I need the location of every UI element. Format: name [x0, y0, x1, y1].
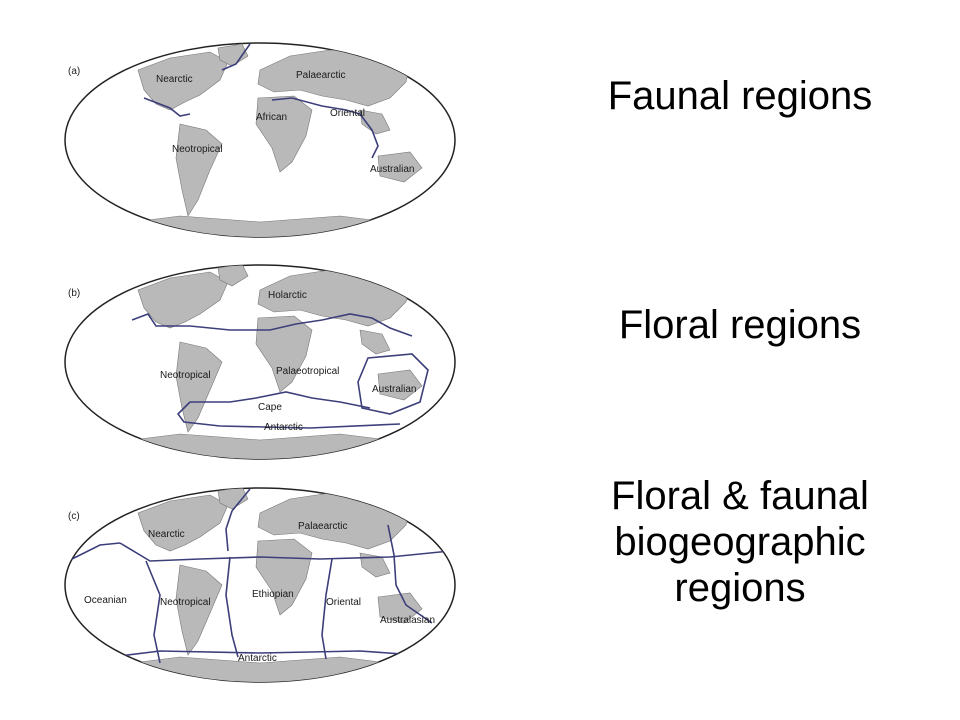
southeast-asia — [359, 109, 391, 135]
boundary-line — [359, 113, 379, 159]
region-label-australasian: Australasian — [380, 615, 435, 626]
south-america — [175, 123, 223, 217]
region-boundaries — [143, 43, 379, 159]
boundary-line — [387, 524, 433, 624]
region-label-antarctic: Antarctic — [238, 653, 277, 664]
region-labels: Nearctic Palaearctic Oceanian Neotropica… — [84, 521, 435, 664]
boundary-line — [321, 558, 333, 660]
boundary-line — [77, 650, 445, 662]
floral-regions-map: (b) Holarctic Neotropical Palaeotropical… — [60, 262, 460, 462]
africa — [255, 315, 313, 393]
caption-line: Floral & faunal — [611, 474, 869, 518]
region-boundaries — [131, 313, 429, 429]
boundary-line — [271, 97, 361, 115]
region-label-palaearctic: Palaearctic — [296, 70, 345, 81]
north-america — [137, 51, 229, 111]
region-label-oriental: Oriental — [330, 108, 365, 119]
caption-line: Faunal regions — [607, 74, 873, 118]
world-map-a: Nearctic Palaearctic African Oriental Ne… — [64, 42, 456, 238]
region-labels: Nearctic Palaearctic African Oriental Ne… — [156, 70, 414, 175]
boundary-line — [357, 353, 429, 415]
region-label-african: African — [256, 112, 287, 123]
region-label-holarctic: Holarctic — [268, 290, 307, 301]
region-label-antarctic: Antarctic — [264, 422, 303, 433]
landmasses — [99, 488, 423, 682]
southeast-asia — [359, 552, 391, 578]
boundary-line — [225, 556, 239, 658]
caption-line: biogeographic — [614, 520, 866, 564]
south-america — [175, 564, 223, 656]
greenland — [217, 488, 249, 510]
region-label-oriental: Oriental — [326, 597, 361, 608]
greenland — [217, 265, 249, 287]
boundary-line — [176, 401, 401, 429]
southeast-asia — [359, 329, 391, 355]
boundary-line — [143, 97, 191, 117]
boundary-line — [190, 391, 371, 409]
region-label-ethiopian: Ethiopian — [252, 589, 294, 600]
panel-label-c: (c) — [68, 511, 80, 522]
boundary-line — [145, 560, 161, 664]
caption-floral-regions: Floral regions — [540, 302, 940, 348]
region-labels: Holarctic Neotropical Palaeotropical Aus… — [160, 290, 416, 433]
faunal-regions-map: (a) Nearctic Palaearctic African Orienta… — [60, 40, 460, 240]
australia — [377, 592, 423, 624]
north-america — [137, 271, 229, 329]
north-america — [137, 494, 229, 552]
region-label-australian: Australian — [372, 384, 416, 395]
region-label-neotropical: Neotropical — [172, 144, 223, 155]
panel-label-a: (a) — [68, 66, 81, 77]
region-label-neotropical: Neotropical — [160, 370, 211, 381]
region-label-cape: Cape — [258, 402, 282, 413]
south-america — [175, 341, 223, 433]
region-label-palaearctic: Palaearctic — [298, 521, 347, 532]
region-label-nearctic: Nearctic — [148, 529, 185, 540]
boundary-line — [221, 43, 251, 71]
boundary-line — [119, 542, 451, 562]
greenland — [217, 43, 249, 67]
caption-line: Floral regions — [618, 303, 862, 347]
biogeographic-regions-map: (c) Nearctic Palaearctic — [60, 485, 460, 685]
caption-faunal-regions: Faunal regions — [540, 73, 940, 119]
caption-line: regions — [674, 566, 806, 610]
landmasses — [99, 265, 423, 459]
boundary-line — [67, 542, 121, 562]
panel-label-b: (b) — [68, 288, 81, 299]
region-label-neotropical: Neotropical — [160, 597, 211, 608]
region-boundaries — [67, 488, 451, 664]
region-label-nearctic: Nearctic — [156, 74, 193, 85]
australia — [377, 151, 423, 183]
boundary-line — [131, 313, 413, 337]
world-map-c: Nearctic Palaearctic Oceanian Neotropica… — [64, 487, 456, 683]
region-label-australian: Australian — [370, 164, 414, 175]
region-label-oceanian: Oceanian — [84, 595, 127, 606]
australia — [377, 369, 423, 401]
region-label-palaeotropical: Palaeotropical — [276, 366, 339, 377]
caption-biogeographic-regions: Floral & faunal biogeographic regions — [540, 473, 940, 611]
boundary-line — [225, 488, 251, 552]
world-map-b: Holarctic Neotropical Palaeotropical Aus… — [64, 264, 456, 460]
